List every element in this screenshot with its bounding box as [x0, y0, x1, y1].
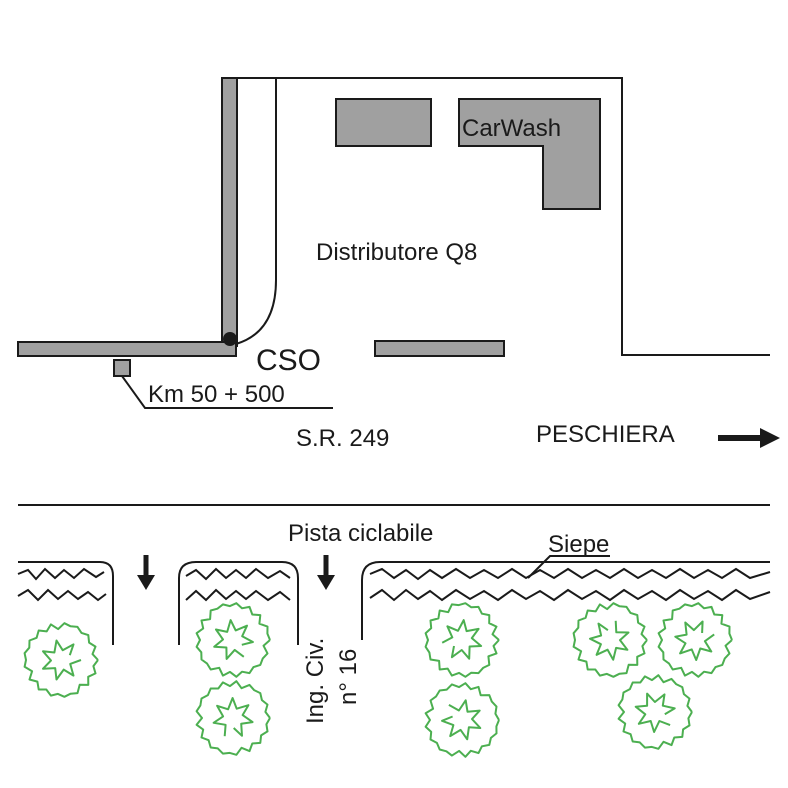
manhole-marker: [113, 359, 131, 377]
bush-icon: [424, 682, 500, 758]
barrier-bar: [374, 340, 505, 357]
direction-label: PESCHIERA: [536, 421, 675, 448]
bush-detail: [634, 692, 676, 733]
entrance-arrow-right-icon: [317, 555, 335, 590]
bush-detail: [441, 699, 482, 741]
station-inner-wall: [222, 77, 277, 345]
road-label: S.R. 249: [296, 425, 389, 452]
hedge-right: [361, 561, 771, 640]
bush-detail: [42, 639, 82, 681]
hedge-label: Siepe: [548, 531, 609, 558]
bush-detail: [589, 620, 630, 661]
entrance-label-line2: n° 16: [335, 649, 362, 705]
entrance-arrow-left-icon: [137, 555, 155, 590]
hedge-left: [17, 561, 114, 645]
bush-detail: [674, 620, 715, 661]
bush-detail: [213, 619, 254, 660]
hedge-middle: [178, 561, 299, 645]
station-boundary: [236, 77, 770, 356]
cso-label: CSO: [256, 344, 321, 377]
bush-icon: [195, 602, 271, 678]
bush-icon: [617, 674, 693, 750]
building-block: [335, 98, 432, 147]
bush-icon: [424, 602, 500, 678]
km-label: Km 50 + 500: [148, 381, 285, 408]
vertical-pipe: [221, 77, 238, 347]
hedge-leader-line: [527, 555, 610, 579]
bush-icon: [657, 602, 733, 678]
bush-icon: [195, 680, 271, 756]
station-label: Distributore Q8: [316, 239, 477, 266]
bush-detail: [212, 697, 254, 737]
horizontal-pipe: [17, 341, 237, 357]
cso-junction-dot: [223, 332, 237, 346]
carwash-label: CarWash: [462, 115, 561, 142]
entrance-label-line1: Ing. Civ.: [302, 638, 329, 724]
direction-arrow-icon: [760, 428, 780, 448]
km-leader-line: [121, 375, 333, 409]
bush-detail: [441, 619, 483, 660]
bushes: [23, 602, 733, 758]
bike-path-label: Pista ciclabile: [288, 520, 433, 547]
bush-icon: [23, 622, 99, 698]
carwash-building: [458, 98, 601, 210]
bush-icon: [572, 602, 648, 678]
